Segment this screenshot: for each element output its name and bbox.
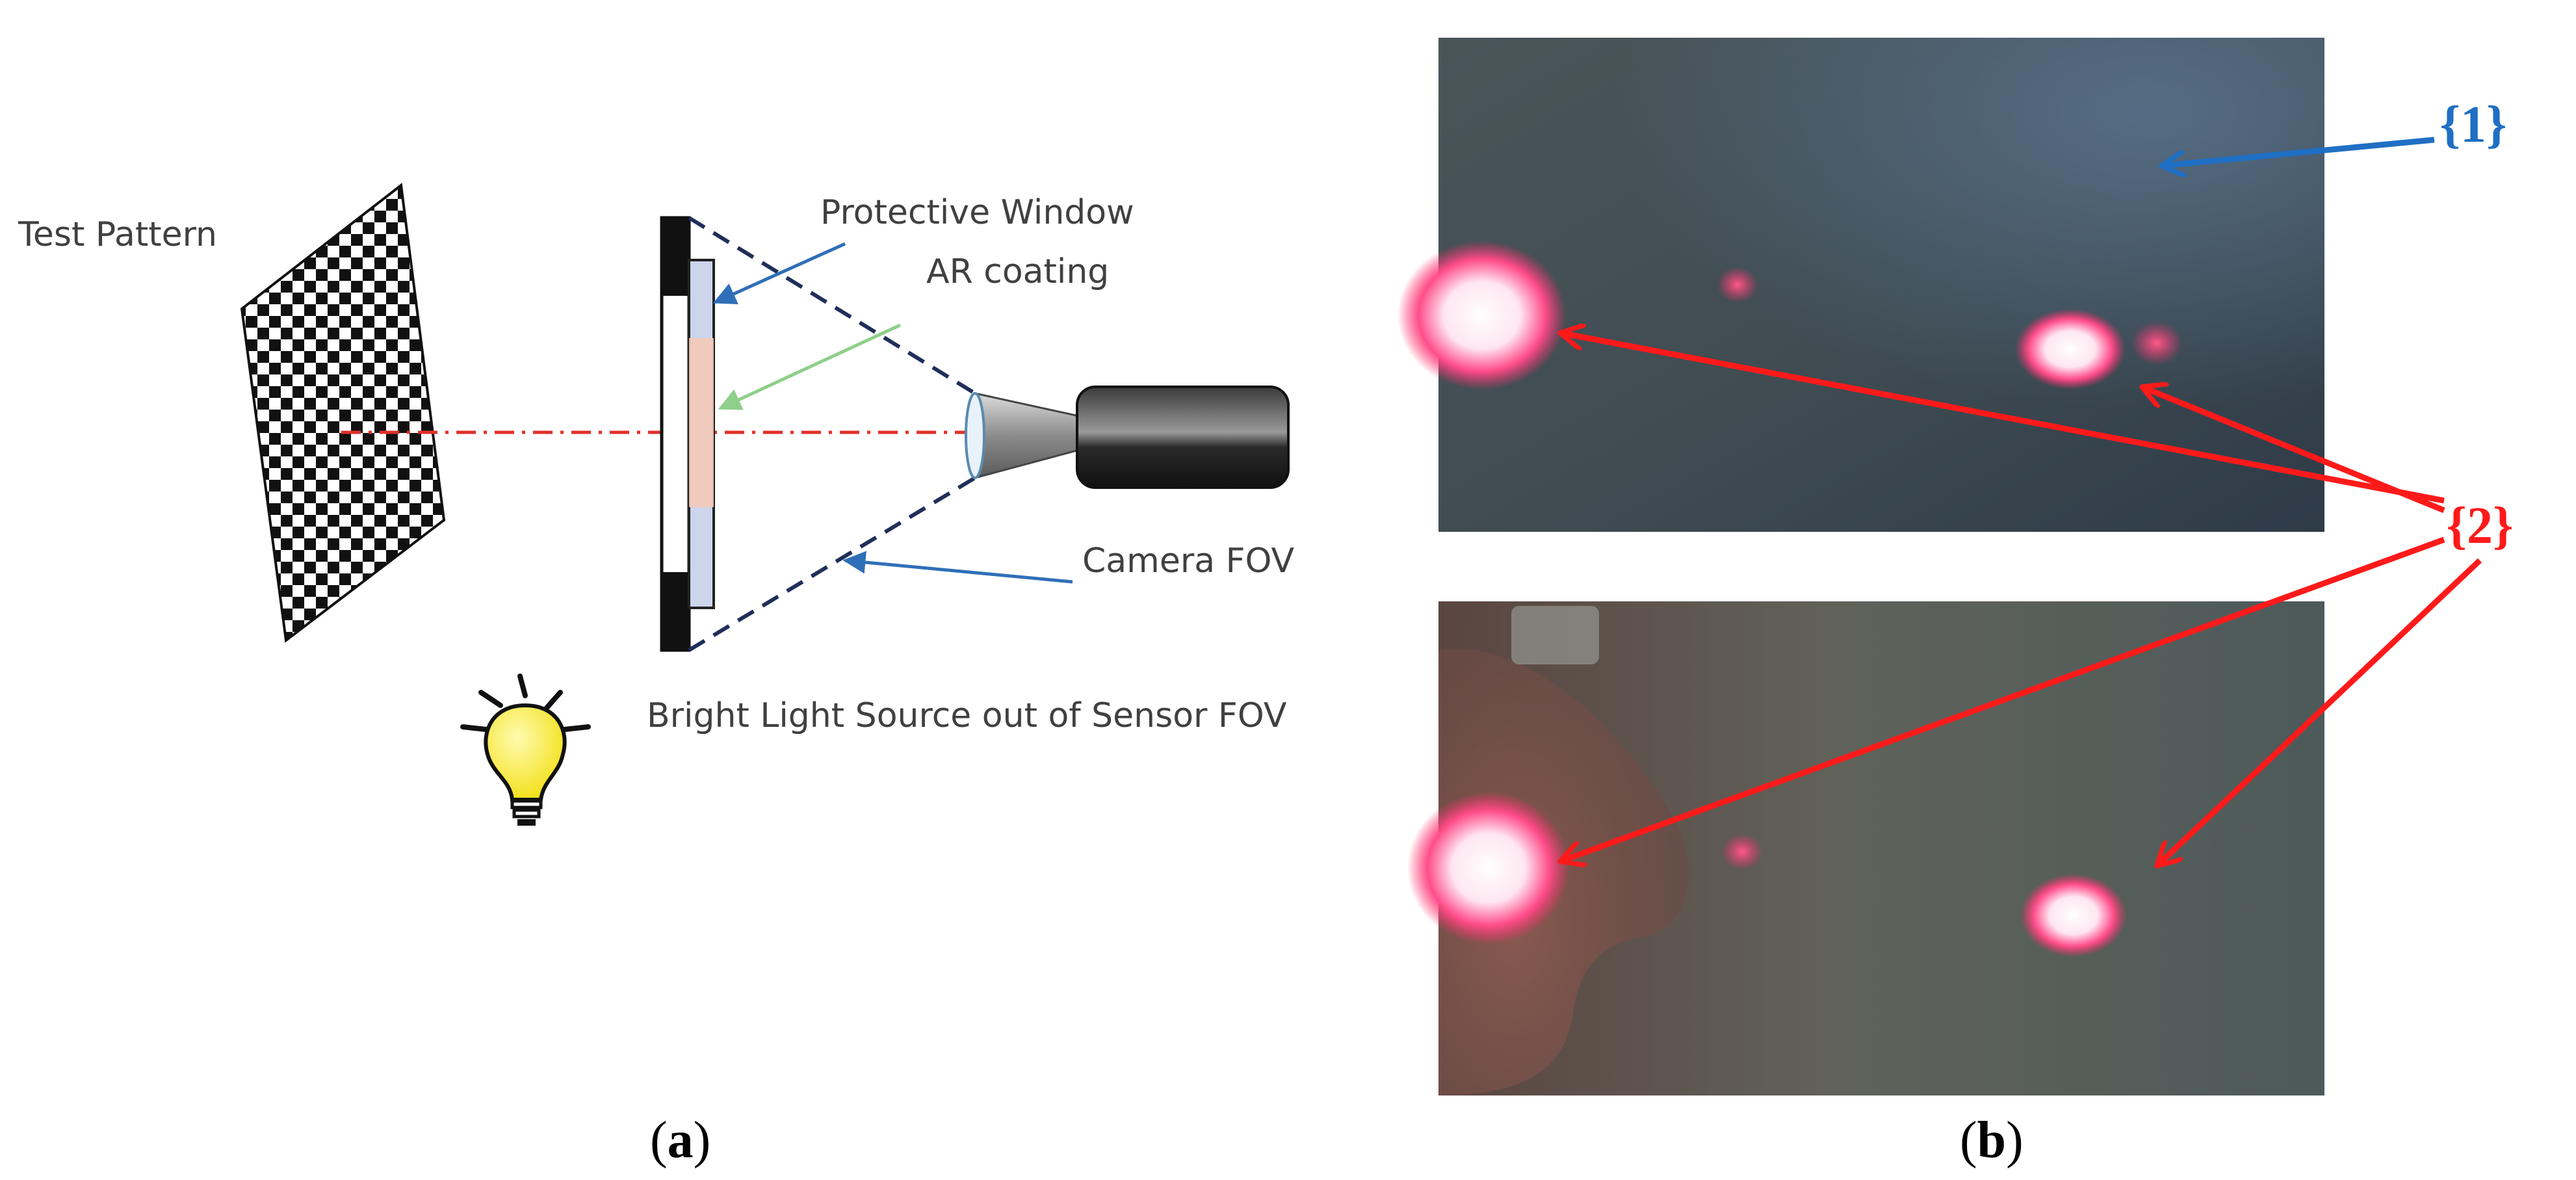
- photo-top: [1398, 38, 2324, 532]
- caption-b: (b): [1960, 1112, 2023, 1169]
- label-camera-fov: Camera FOV: [1082, 542, 1295, 581]
- label-ar-coating: AR coating: [926, 252, 1109, 291]
- laser-spot-large: [1407, 791, 1570, 945]
- panel-b: {1} {2} (b): [1398, 38, 2514, 1169]
- laser-dot: [1717, 267, 1758, 303]
- panel-a: Test Pattern Protective Window AR coatin…: [18, 183, 1295, 1169]
- pointer-protective-window: [712, 242, 846, 305]
- tag-1: {1}: [2439, 96, 2506, 153]
- checkerboard-test-pattern: [240, 183, 446, 643]
- ar-coating-layer: [689, 338, 714, 507]
- label-light-source: Bright Light Source out of Sensor FOV: [647, 696, 1287, 735]
- wristwatch: [1511, 606, 1599, 664]
- pointer-tag-2: [1560, 333, 2482, 866]
- laser-spot-medium: [2020, 874, 2127, 957]
- pointer-ar-coating: [718, 323, 902, 410]
- protective-window: [660, 216, 715, 652]
- label-protective-window: Protective Window: [820, 193, 1134, 232]
- laser-spot-large: [1398, 241, 1567, 390]
- laser-spot-medium: [2015, 309, 2126, 389]
- camera-icon: [965, 386, 1290, 489]
- pointer-tag-1: [2161, 137, 2435, 166]
- pointer-camera-fov: [842, 551, 1073, 584]
- laser-dot: [1721, 833, 1763, 870]
- laser-dot: [2131, 321, 2183, 365]
- tag-2: {2}: [2446, 497, 2513, 555]
- caption-a: (a): [650, 1112, 710, 1169]
- photo-bottom: [1407, 601, 2324, 1095]
- label-test-pattern: Test Pattern: [18, 215, 217, 254]
- lightbulb-icon: [460, 674, 591, 826]
